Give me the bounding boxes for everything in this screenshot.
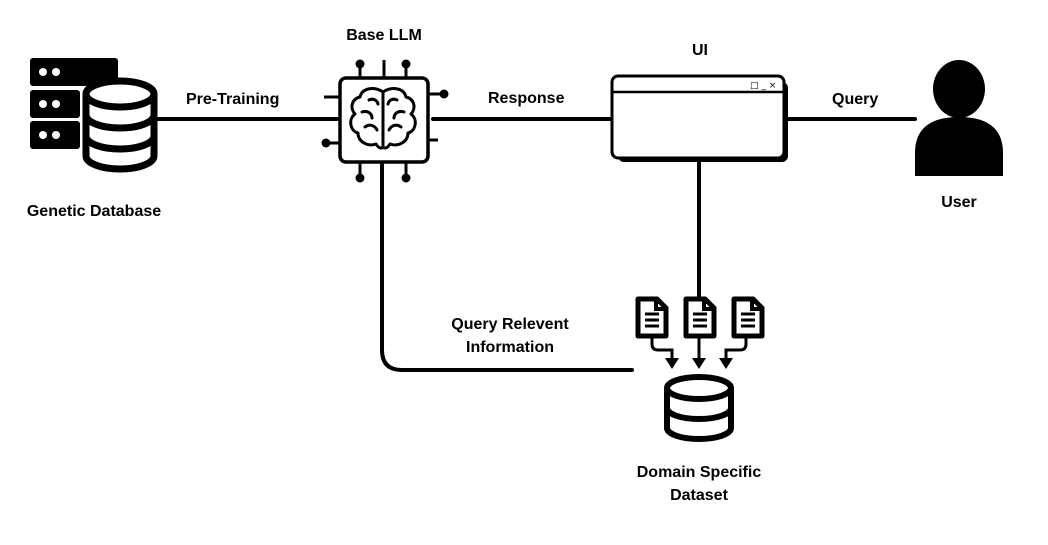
document-icon (635, 296, 669, 339)
domain-dataset-label-line1: Domain Specific (636, 464, 762, 481)
domain-dataset-database-icon (664, 374, 734, 442)
base-llm-chip-icon (321, 59, 449, 183)
query-label: Query (832, 91, 879, 108)
documents-group (635, 296, 765, 339)
connector-lines (150, 117, 917, 372)
genetic-database-label: Genetic Database (26, 203, 162, 220)
base-llm-label: Base LLM (346, 27, 422, 44)
domain-dataset-label-line2: Dataset (670, 487, 728, 504)
response-label: Response (488, 90, 565, 107)
ui-label: UI (692, 42, 708, 59)
document-icon (731, 296, 765, 339)
pretraining-label: Pre-Training (186, 91, 280, 108)
user-icon (915, 60, 1003, 176)
relevant-info-label-line2: Information (466, 339, 554, 356)
ui-window-icon: □ _ × (610, 74, 788, 162)
relevant-info-label-line1: Query Relevent (451, 316, 569, 333)
arrowheads (665, 358, 733, 369)
edge-relevant-info-line (380, 163, 634, 372)
document-icon (683, 296, 717, 339)
document-arrows (650, 334, 748, 362)
genetic-database-icon (30, 58, 158, 173)
user-label: User (941, 194, 977, 211)
ui-window-controls: □ _ × (750, 81, 776, 91)
